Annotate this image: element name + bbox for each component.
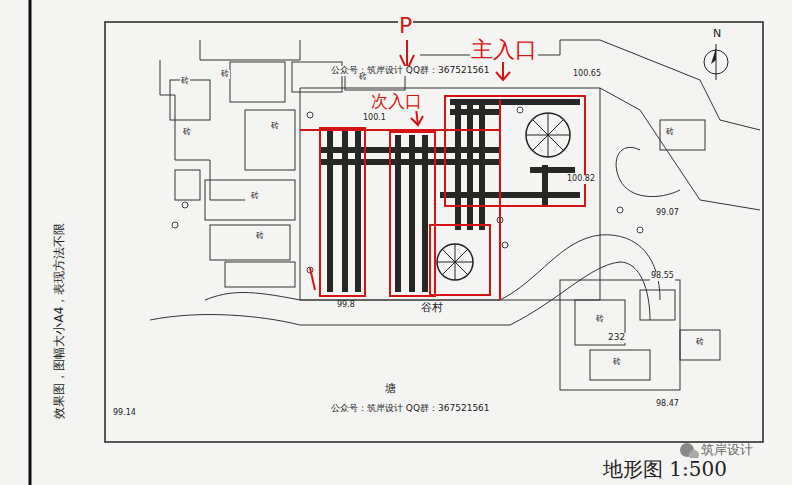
map-label: 砖	[612, 358, 622, 367]
map-label: 98.47	[655, 400, 680, 409]
map-label: 砖	[358, 73, 368, 82]
map-label: 232	[607, 333, 626, 343]
map-label: 100.65	[572, 70, 602, 79]
map-label: 99.07	[655, 209, 680, 218]
map-label: 砖	[665, 128, 675, 137]
map-label: 谷村	[420, 302, 444, 314]
map-label: 筑岸设计	[700, 443, 754, 457]
map-label: 效果图，图幅大小A4，表现方法不限	[53, 221, 66, 419]
map-label: 塘	[384, 383, 397, 395]
map-label: 砖	[182, 128, 192, 137]
map-label: 98.55	[650, 272, 675, 281]
map-label: 砖	[250, 192, 260, 201]
map-label: 砖	[595, 315, 605, 324]
map-label: 100.82	[566, 175, 596, 184]
map-label: 主入口	[470, 38, 538, 62]
map-label: 100.1	[362, 114, 387, 123]
map-label: 公众号：筑岸设计 QQ群：367521561	[330, 66, 491, 76]
map-label: 次入口	[370, 92, 423, 111]
map-label: 公众号：筑岸设计 QQ群：367521561	[330, 404, 491, 414]
map-label: 砖	[695, 338, 705, 347]
map-label: 砖	[270, 122, 280, 131]
map-caption: 地形图 1:500	[602, 458, 728, 480]
map-label: N	[712, 28, 722, 40]
map-label: 砖	[220, 70, 230, 79]
map-label: 砖	[180, 77, 190, 86]
map-label: 99.14	[112, 409, 137, 418]
map-label: 砖	[255, 232, 265, 241]
map-label: 99.8	[336, 301, 356, 310]
map-label: P	[398, 14, 413, 38]
